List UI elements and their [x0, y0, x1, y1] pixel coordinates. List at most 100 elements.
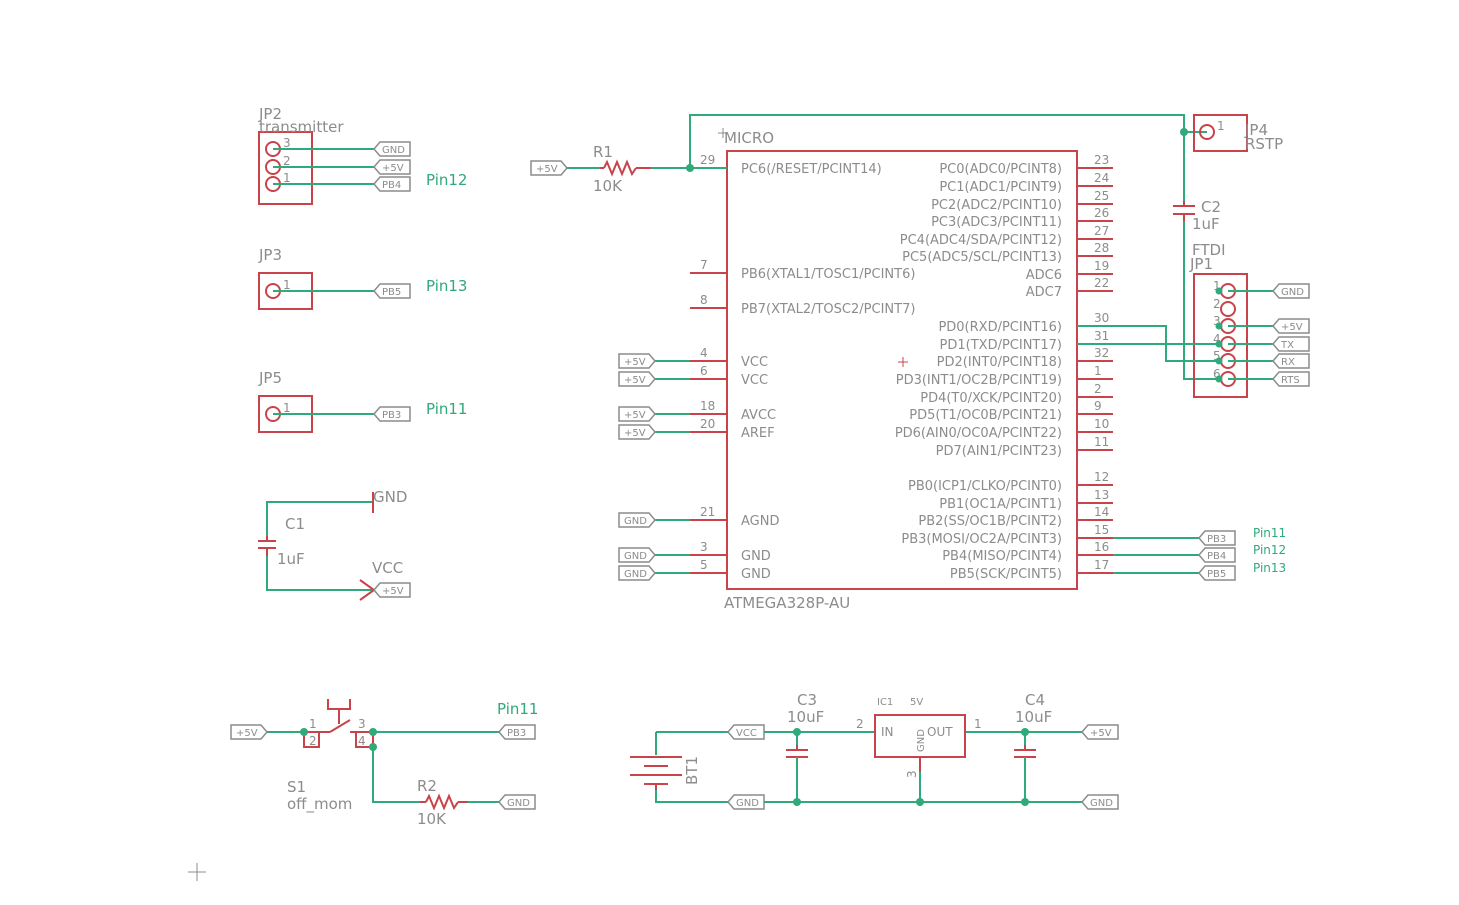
pin-number: 2: [1094, 382, 1102, 396]
c1-wire-gnd[interactable]: [266, 501, 373, 538]
mcu-pb-flag[interactable]: PB4: [1198, 547, 1236, 563]
jp1-body[interactable]: [1193, 273, 1248, 398]
micro-body[interactable]: [726, 150, 1078, 590]
r2-component[interactable]: GND R2 10K: [372, 747, 536, 828]
pin-number: 3: [700, 540, 708, 554]
jp5-component[interactable]: JP5 1 PB3 Pin11: [258, 369, 467, 433]
jp1-flag[interactable]: TX: [1272, 336, 1310, 352]
s1-ref: S1: [287, 778, 306, 796]
jp1-flag[interactable]: GND: [1272, 283, 1310, 299]
pin-name: PB4(MISO/PCINT4): [942, 549, 1062, 564]
c1-flag[interactable]: +5V: [373, 582, 411, 598]
junction-dot: [793, 798, 801, 806]
r2-wire-left[interactable]: [372, 747, 420, 803]
net-flag-shape: [1272, 371, 1310, 387]
c2-component[interactable]: C2 1uF: [1173, 132, 1221, 380]
s1-flag-in[interactable]: +5V: [230, 724, 268, 740]
jp4-ref: JP4: [1244, 121, 1268, 139]
reg-flag-out[interactable]: +5V: [1081, 724, 1119, 740]
s1-flag-out[interactable]: PB3: [498, 724, 536, 740]
jp1-pin-number: 6: [1213, 367, 1221, 381]
jp1-flag[interactable]: RX: [1272, 353, 1310, 369]
mcu-supply-flag[interactable]: GND: [618, 547, 656, 563]
c1-wire-vcc[interactable]: [266, 553, 374, 591]
mcu-supply-flag[interactable]: GND: [618, 512, 656, 528]
net-flag-label: +5V: [536, 164, 558, 175]
net-flag-label: TX: [1280, 340, 1294, 351]
mcu-supply-flag[interactable]: GND: [618, 565, 656, 581]
pin-name: PC4(ADC4/SDA/PCINT12): [900, 233, 1062, 248]
mcu-supply-flag[interactable]: +5V: [618, 424, 656, 440]
jp3-component[interactable]: JP3 1 PB5 Pin13: [258, 246, 467, 310]
ic1-in-label: IN: [881, 725, 894, 739]
jp2-flag-5v[interactable]: +5V: [373, 159, 411, 175]
r1-component[interactable]: +5V R1 10K: [530, 143, 727, 195]
mcu-supply-flag[interactable]: +5V: [618, 371, 656, 387]
reg-flag-gnd-right[interactable]: GND: [1081, 794, 1119, 810]
mcu-supply-flag[interactable]: +5V: [618, 353, 656, 369]
r1-flag[interactable]: +5V: [530, 160, 568, 176]
reg-flag-vcc[interactable]: VCC: [727, 724, 765, 740]
net-flag-label: PB3: [1207, 534, 1226, 545]
mcu-supply-flag[interactable]: +5V: [618, 406, 656, 422]
pin-name: VCC: [741, 373, 768, 388]
jp1-flag[interactable]: RTS: [1272, 371, 1310, 387]
c1-component[interactable]: C1 1uF GND VCC +5V: [258, 488, 411, 601]
junction-dot: [916, 798, 924, 806]
s1-component[interactable]: +5V 1 2 3 4 PB3 Pin11 S1 off_mom: [230, 699, 538, 814]
jp4-component[interactable]: 1 JP4 RSTP: [1180, 114, 1283, 153]
jp2-flag-pb4[interactable]: PB4: [373, 176, 411, 192]
reg-flag-gnd-left[interactable]: GND: [727, 794, 765, 810]
mcu-pb-flag[interactable]: PB5: [1198, 565, 1236, 581]
jp4-value: RSTP: [1245, 135, 1283, 153]
c2-wire-rts[interactable]: [1183, 221, 1219, 380]
jp2-flag-gnd[interactable]: GND: [373, 141, 411, 157]
micro-component[interactable]: MICRO ATMEGA328P-AU 29PC6(/RESET/PCINT14…: [690, 128, 1113, 612]
pin-number: 12: [1094, 470, 1109, 484]
bt1-wire-bottom[interactable]: [655, 790, 728, 803]
jp2-component[interactable]: JP2 transmitter 3 2 1 GND +5V PB4 Pin12: [258, 105, 467, 205]
reset-wire[interactable]: [689, 114, 1207, 168]
regulator-section[interactable]: BT1 VCC GND C3 10uF IN OUT GND IC1 5V 2: [630, 691, 1119, 810]
jp4-body[interactable]: [1193, 114, 1248, 152]
jp5-flag[interactable]: PB3: [373, 406, 411, 422]
r2-flag[interactable]: GND: [498, 794, 536, 810]
jp1-flag[interactable]: +5V: [1272, 318, 1310, 334]
pin-name: PD3(INT1/OC2B/PCINT19): [896, 373, 1062, 388]
jp3-flag[interactable]: PB5: [373, 283, 411, 299]
mcu-pb-flag[interactable]: PB3: [1198, 530, 1236, 546]
